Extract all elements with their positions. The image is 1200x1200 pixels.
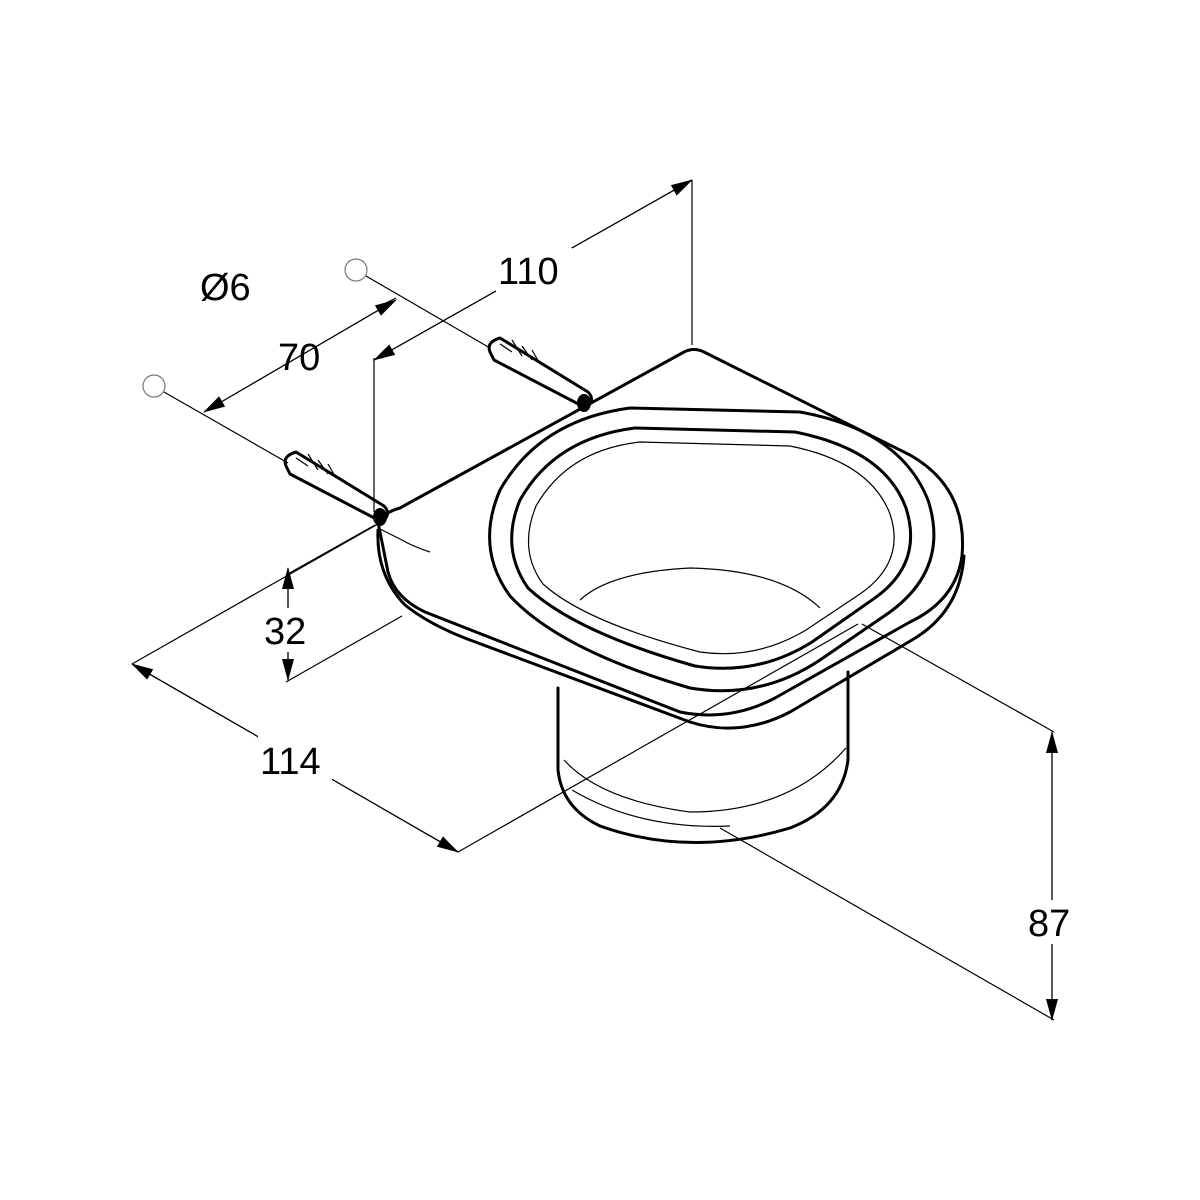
bracket-front-face xyxy=(376,528,966,730)
bracket-left-edge xyxy=(377,527,431,553)
svg-text:32: 32 xyxy=(264,611,306,653)
hole-marker-left xyxy=(142,374,166,398)
svg-text:114: 114 xyxy=(260,741,321,783)
cup-rim-inner xyxy=(510,426,913,670)
dim-hole-spacing: 70 xyxy=(203,297,397,413)
cup-cavity xyxy=(579,567,821,609)
centerline-right xyxy=(365,275,491,349)
cup-rim-inset xyxy=(527,441,895,655)
centerline-left xyxy=(163,391,289,464)
dim-total-height: 87 xyxy=(719,623,1076,1021)
dim-depth: 110 xyxy=(373,179,693,512)
svg-text:110: 110 xyxy=(498,251,559,293)
dim-width: 114 xyxy=(131,523,859,853)
svg-text:87: 87 xyxy=(1028,903,1070,945)
dim-bracket-height: 32 xyxy=(262,524,403,683)
svg-text:70: 70 xyxy=(278,337,320,379)
dim-hole-diameter: Ø6 xyxy=(200,267,251,309)
hole-marker-right xyxy=(344,258,368,282)
cup-rim-outer xyxy=(488,406,936,693)
dowel-right xyxy=(487,336,593,412)
cup-bottom-line xyxy=(571,789,731,827)
cup-body xyxy=(556,670,850,844)
cup-band xyxy=(563,747,847,813)
dowel-left xyxy=(283,450,389,526)
